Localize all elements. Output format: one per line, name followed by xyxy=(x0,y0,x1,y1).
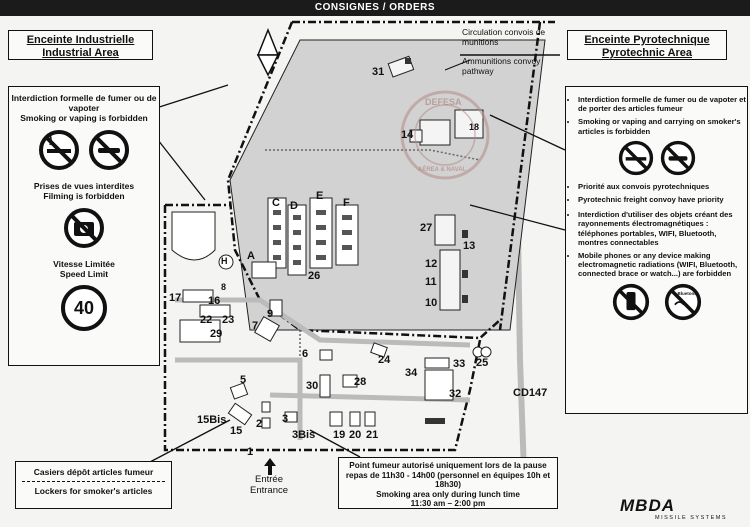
building-label: E xyxy=(316,190,324,202)
smoking-area-box: Point fumeur autorisé uniquement lors de… xyxy=(338,457,558,509)
left-smoking-en: Smoking or vaping is forbidden xyxy=(20,113,148,123)
no-camera-icon xyxy=(64,208,104,248)
building-label: 19 xyxy=(333,429,346,441)
building-label: 1 xyxy=(247,446,254,458)
speed-limit-value: 40 xyxy=(73,297,95,318)
building-label: 12 xyxy=(425,258,438,270)
building-label: 20 xyxy=(349,429,362,441)
mbda-logo: MBDA xyxy=(620,496,675,515)
no-vaping-icon xyxy=(660,140,695,175)
pyrotechnic-area-title-en: Pyrotechnic Area xyxy=(601,47,693,59)
smoking-area-time: 11:30 am – 2:00 pm xyxy=(410,499,486,509)
building-label: A xyxy=(247,250,255,262)
building-label: 25 xyxy=(476,357,489,369)
left-speed-en: Speed Limit xyxy=(59,269,109,279)
no-wireless-sign: Bluetooth xyxy=(664,283,702,321)
building-label: 3 xyxy=(282,413,289,425)
no-wifi-bluetooth-icon xyxy=(664,283,701,320)
lockers-en: Lockers for smoker's articles xyxy=(34,486,153,496)
building-label: 28 xyxy=(354,376,367,388)
rule-item: Smoking or vaping and carrying on smoker… xyxy=(578,117,747,135)
building-label: 21 xyxy=(366,429,379,441)
left-smoking-text: Interdiction formelle de fumer ou de vap… xyxy=(9,93,159,123)
speed-limit-sign: 40 xyxy=(61,285,107,331)
building-label: 24 xyxy=(378,354,391,366)
building-label: 29 xyxy=(210,328,223,340)
lockers-fr: Casiers dépôt articles fumeur xyxy=(33,467,154,477)
building-label: 14 xyxy=(401,129,414,141)
building-label: F xyxy=(343,197,350,209)
building-label: 17 xyxy=(169,292,182,304)
rule-item: Interdiction d'utiliser des objets créan… xyxy=(578,210,747,247)
left-speed-fr: Vitesse Limitée xyxy=(53,259,115,269)
left-smoking-fr: Interdiction formelle de fumer ou de vap… xyxy=(11,93,157,113)
convoy-label-en: Ammunitions convoy pathway xyxy=(462,56,541,76)
building-label: 5 xyxy=(240,374,247,386)
industrial-area-title-en: Industrial Area xyxy=(42,47,119,59)
industrial-rules-panel: Interdiction formelle de fumer ou de vap… xyxy=(8,86,160,366)
entrance-en: Entrance xyxy=(249,485,289,496)
pyrotechnic-rules-panel: Interdiction formelle de fumer ou de vap… xyxy=(565,86,748,414)
lockers-box: Casiers dépôt articles fumeur Lockers fo… xyxy=(15,461,172,509)
building-label: 18 xyxy=(469,122,480,132)
building-label: 30 xyxy=(306,380,319,392)
building-label: 15 xyxy=(230,425,243,437)
building-label: 6 xyxy=(302,348,309,360)
road-code-label: CD147 xyxy=(513,387,548,399)
building-label: 8 xyxy=(221,282,227,292)
building-label: D xyxy=(290,200,298,212)
rule-item: Mobile phones or any device making elect… xyxy=(578,251,747,279)
no-vaping-icon xyxy=(89,130,129,170)
building-label: 26 xyxy=(308,270,321,282)
convoy-label-fr: Circulation convois de munitions xyxy=(462,27,546,47)
orders-header: CONSIGNES / ORDERS xyxy=(0,0,750,16)
helipad-label: H xyxy=(221,256,228,266)
left-photo-en: Filming is forbidden xyxy=(43,191,125,201)
left-speed-text: Vitesse Limitée Speed Limit xyxy=(9,259,159,279)
building-label: 11 xyxy=(425,276,437,288)
entrance-label: Entrée Entrance xyxy=(245,474,293,496)
industrial-area-title: Enceinte Industrielle Industrial Area xyxy=(8,30,153,60)
building-label: 3Bis xyxy=(292,429,316,441)
building-label: 2 xyxy=(256,418,263,430)
building-label: 23 xyxy=(222,314,235,326)
building-label: 31 xyxy=(372,66,385,78)
bluetooth-label: Bluetooth xyxy=(677,290,699,296)
building-label: 22 xyxy=(200,314,213,326)
building-label: C xyxy=(272,197,280,209)
no-smoking-icon xyxy=(618,140,653,175)
rule-item: Interdiction formelle de fumer ou de vap… xyxy=(578,95,747,113)
building-label: 15Bis xyxy=(197,414,227,426)
building-label: 16 xyxy=(208,295,221,307)
rule-item: Pyrotechnic freight convoy have priority xyxy=(578,195,747,204)
left-photo-text: Prises de vues interdites Filming is for… xyxy=(9,181,159,201)
building-label: 10 xyxy=(425,297,438,309)
pyrotechnic-area-title: Enceinte Pyrotechnique Pyrotechnic Area xyxy=(567,30,727,60)
industrial-area-title-fr: Enceinte Industrielle xyxy=(26,34,135,46)
convoy-label: Circulation convois de munitions Ammunit… xyxy=(462,27,562,76)
building-label: 7 xyxy=(252,320,259,332)
building-label: 32 xyxy=(449,388,462,400)
pyrotechnic-rules-radiation: Interdiction d'utiliser des objets créan… xyxy=(566,210,747,278)
building-label: 9 xyxy=(267,308,274,320)
building-label: 33 xyxy=(453,358,466,370)
pyrotechnic-rules-smoking: Interdiction formelle de fumer ou de vap… xyxy=(566,95,747,136)
no-mobile-phone-icon xyxy=(612,283,649,320)
smoking-area-fr: Point fumeur autorisé uniquement lors de… xyxy=(345,461,551,490)
mbda-tagline: MISSILE SYSTEMS xyxy=(655,515,728,521)
stamp-text-top: DEFESA xyxy=(425,97,462,107)
pyrotechnic-rules-convoy: Priorité aux convois pyrotechniques Pyro… xyxy=(566,182,747,204)
smoking-area-en: Smoking area only during lunch time xyxy=(376,489,520,499)
building-label: 13 xyxy=(463,240,476,252)
rule-item: Priorité aux convois pyrotechniques xyxy=(578,182,747,191)
pyrotechnic-area-title-fr: Enceinte Pyrotechnique xyxy=(584,34,710,46)
building-label: 27 xyxy=(420,222,433,234)
building-label: 34 xyxy=(405,367,418,379)
stamp-text-bottom: AÉREA & NAVAL xyxy=(418,167,467,173)
entrance-fr: Entrée xyxy=(255,474,283,485)
left-photo-fr: Prises de vues interdites xyxy=(33,181,135,191)
no-smoking-icon xyxy=(39,130,79,170)
